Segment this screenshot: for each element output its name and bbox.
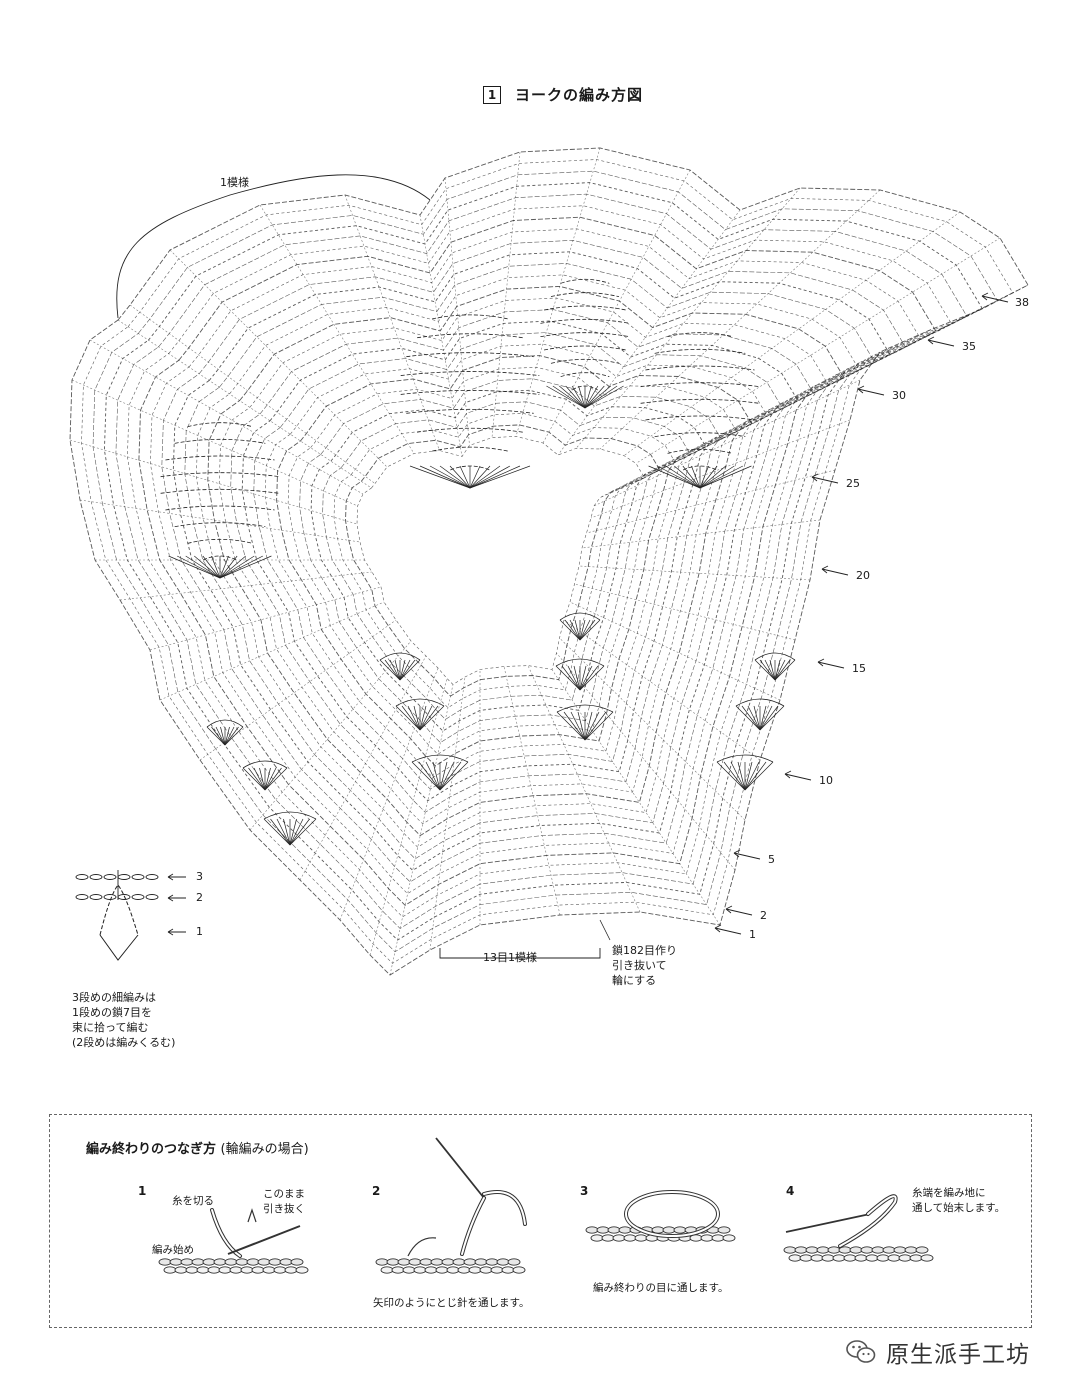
start-note-line: 輪にする	[612, 974, 657, 987]
step-2-number: 2	[372, 1184, 381, 1198]
watermark-text: 原生派手工坊	[886, 1342, 1030, 1368]
step-2-illustration	[375, 1137, 527, 1274]
step-3-number: 3	[580, 1184, 589, 1198]
finish-title: 編み終わりのつなぎ方 (輪編みの場合)	[86, 1138, 309, 1157]
detail-legend	[75, 870, 186, 961]
diagram-number: 1	[483, 85, 501, 104]
start-note-line: 鎖182目作り	[612, 944, 677, 957]
crochet-chart	[69, 147, 1029, 976]
fan-motif	[206, 719, 244, 746]
wechat-icon	[846, 1340, 876, 1363]
start-note-line: 引き抜いて	[612, 959, 667, 972]
pattern-repeat-label: 1模様	[220, 176, 249, 189]
fan-motif	[735, 698, 785, 731]
row-marker-1: 1	[749, 928, 756, 941]
fan-motif	[411, 754, 469, 791]
pineapple-motif	[640, 332, 760, 489]
fan-motif	[379, 652, 421, 681]
step-3-label: 編み終わりの目に通します。	[593, 1282, 729, 1294]
fan-motif	[716, 754, 774, 791]
fan-motif	[556, 704, 614, 741]
finish-instructions-box	[49, 1114, 1032, 1328]
row-marker-15: 15	[852, 662, 866, 675]
start-note: 鎖182目作り 引き抜いて 輪にする	[612, 943, 677, 988]
row-marker-10: 10	[819, 774, 833, 787]
row-marker-30: 30	[892, 389, 906, 402]
detail-row-2: 2	[196, 891, 203, 904]
step-2-label: 矢印のようにとじ針を通します。	[373, 1297, 530, 1309]
step-1-label-pull-b: 引き抜く	[263, 1203, 305, 1215]
pineapple-motif	[540, 278, 630, 409]
detail-note: 3段めの細編みは 1段めの鎖7目を 束に拾って編む (2段めは編みくるむ)	[72, 990, 175, 1050]
step-3-illustration	[585, 1190, 736, 1242]
fan-motif	[555, 658, 605, 691]
base-repeat-label: 13目1模様	[483, 951, 537, 964]
pineapple-motif	[160, 422, 280, 579]
row-marker-25: 25	[846, 477, 860, 490]
step-4-illustration	[783, 1194, 934, 1262]
row-marker-2: 2	[760, 909, 767, 922]
step-1-number: 1	[138, 1184, 147, 1198]
step-4-label-b: 通して始末します。	[912, 1202, 1006, 1214]
detail-row-3: 3	[196, 870, 203, 883]
step-1-label-start: 編み始め	[152, 1244, 194, 1256]
finish-title-sub: (輪編みの場合)	[220, 1142, 309, 1157]
pineapple-motif	[400, 314, 540, 489]
detail-note-line: 束に拾って編む	[72, 1021, 149, 1034]
chart-strokes	[69, 147, 1029, 976]
fan-motif	[754, 652, 796, 681]
fan-motif	[263, 811, 317, 846]
detail-row-1: 1	[196, 925, 203, 938]
step-1-illustration	[158, 1208, 309, 1274]
detail-note-line: 3段めの細編みは	[72, 991, 156, 1004]
watermark: 原生派手工坊	[846, 1335, 1030, 1369]
step-4-number: 4	[786, 1184, 795, 1198]
diagram-title: ヨークの編み方図	[515, 86, 644, 104]
row-marker-5: 5	[768, 853, 775, 866]
step-1-label-cut: 糸を切る	[172, 1195, 214, 1207]
fan-motif	[395, 698, 445, 731]
row-marker-20: 20	[856, 569, 870, 582]
finish-illustrations	[158, 1137, 934, 1274]
fan-motif	[559, 612, 601, 641]
finish-title-main: 編み終わりのつなぎ方	[86, 1142, 217, 1157]
detail-note-line: 1段めの鎖7目を	[72, 1006, 152, 1019]
step-4-label-a: 糸端を編み地に	[912, 1187, 986, 1199]
row-marker-38: 38	[1015, 296, 1029, 309]
fan-motif	[242, 760, 288, 791]
row-marker-35: 35	[962, 340, 976, 353]
step-1-label-pull-a: このまま	[263, 1188, 305, 1200]
detail-note-line: (2段めは編みくるむ)	[72, 1036, 176, 1049]
page-title: 1 ヨークの編み方図	[483, 84, 643, 105]
